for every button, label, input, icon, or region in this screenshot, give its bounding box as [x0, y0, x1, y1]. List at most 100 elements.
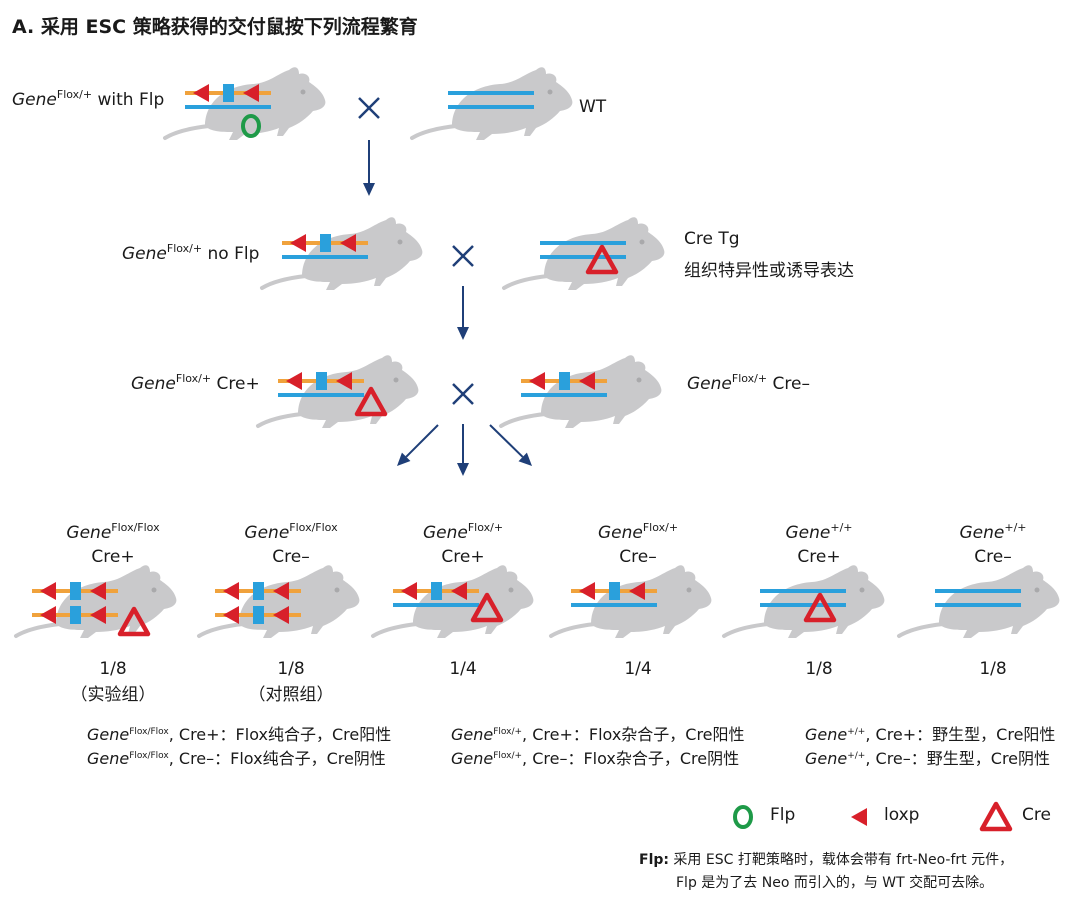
mouse-flox-with-flp: [163, 67, 326, 140]
mouse-offspring-5: [722, 565, 885, 638]
mouse-tail: [499, 412, 547, 428]
arrow-shaft: [405, 424, 439, 458]
legend: [733, 801, 1013, 832]
row1-left-label: GeneFlox/+ with Flp: [12, 88, 165, 110]
mouse-tail: [197, 622, 245, 638]
loxp-icon: [40, 606, 56, 624]
mouse-flox-no-flp: [260, 217, 423, 290]
mouse-flox-cre-pos: [256, 355, 419, 428]
mouse-offspring-4: [549, 565, 712, 638]
mouse-eye: [397, 239, 403, 245]
loxp-icon: [273, 606, 289, 624]
mouse-eye: [393, 377, 399, 383]
mouse-body: [541, 355, 662, 428]
row2-cre-tg-label: Cre Tg: [684, 229, 740, 249]
mouse-body: [298, 355, 419, 428]
cre-icon: [354, 386, 388, 417]
cross-symbol: [452, 245, 474, 267]
mouse-tail: [163, 124, 211, 140]
mouse-silhouette: [410, 67, 573, 140]
mouse-silhouette: [897, 565, 1060, 638]
legend-loxp-label: loxp: [884, 805, 920, 825]
target-exon: [253, 582, 264, 600]
mouse-silhouette: [163, 67, 326, 140]
mouse-silhouette: [260, 217, 423, 290]
mouse-eye: [334, 587, 340, 593]
mouse-offspring-1: [14, 565, 177, 638]
desc-flox-flox-cre-pos: GeneFlox/Flox, Cre+：Flox纯合子，Cre阳性: [87, 725, 392, 744]
mouse-eye: [1034, 587, 1040, 593]
target-exon: [253, 606, 264, 624]
mouse-offspring-6: [897, 565, 1060, 638]
target-exon: [609, 582, 620, 600]
mouse-tail: [371, 622, 419, 638]
loxp-icon: [223, 606, 239, 624]
cross-stroke: [452, 383, 474, 405]
arrow-head: [363, 183, 375, 196]
mouse-offspring-2: [197, 565, 360, 638]
mouse-silhouette: [549, 565, 712, 638]
mouse-tail: [14, 622, 62, 638]
breeding-arrow: [489, 424, 532, 466]
cre-icon: [979, 801, 1013, 832]
mouse-body: [413, 565, 534, 638]
mouse-tail: [502, 274, 550, 290]
cross-stroke: [452, 245, 474, 267]
arrow-head: [457, 327, 469, 340]
mouse-eye: [686, 587, 692, 593]
row1-wt-label: WT: [579, 97, 607, 117]
loxp-icon: [40, 582, 56, 600]
loxp-icon: [851, 808, 867, 826]
mouse-tail: [722, 622, 770, 638]
row3-right-label: GeneFlox/+ Cre–: [687, 372, 810, 394]
arrow-head: [457, 463, 469, 476]
offspring-6-ratio: 1/8: [979, 659, 1007, 679]
row2-left-label: GeneFlox/+ no Flp: [122, 242, 260, 264]
offspring-3-header: GeneFlox/+Cre+: [422, 521, 504, 567]
mouse-eye: [151, 587, 157, 593]
breeding-arrow: [397, 424, 439, 466]
target-exon: [70, 606, 81, 624]
loxp-icon: [243, 84, 259, 102]
offspring-4-ratio: 1/4: [624, 659, 652, 679]
arrow-head: [518, 452, 532, 466]
offspring-5-ratio: 1/8: [805, 659, 833, 679]
mouse-offspring-3: [371, 565, 534, 638]
loxp-icon: [401, 582, 417, 600]
mouse-tail: [256, 412, 304, 428]
cre-icon: [585, 244, 619, 275]
mouse-silhouette: [197, 565, 360, 638]
target-exon: [559, 372, 570, 390]
mouse-silhouette: [256, 355, 419, 428]
loxp-icon: [286, 372, 302, 390]
mouse-silhouette: [722, 565, 885, 638]
mouse-cre-tg: [502, 217, 665, 290]
cross-symbol: [452, 383, 474, 405]
mouse-eye: [508, 587, 514, 593]
row3-left-label: GeneFlox/+ Cre+: [131, 372, 260, 394]
desc-flox-het-cre-neg: GeneFlox/+, Cre–：Flox杂合子，Cre阴性: [451, 749, 740, 768]
desc-wt-cre-neg: Gene+/+, Cre–：野生型，Cre阴性: [805, 749, 1051, 768]
offspring-4-header: GeneFlox/+Cre–: [597, 521, 679, 567]
target-exon: [70, 582, 81, 600]
flp-note-line2: Flp 是为了去 Neo 而引入的，与 WT 交配可去除。: [676, 875, 994, 891]
flp-icon: [241, 114, 261, 138]
page-title: A. 采用 ESC 策略获得的交付鼠按下列流程繁育: [12, 16, 418, 38]
legend-cre-label: Cre: [1022, 805, 1051, 825]
mouse-tail: [549, 622, 597, 638]
offspring-6-header: Gene+/+Cre–: [959, 521, 1027, 567]
mouse-silhouette: [499, 355, 662, 428]
breeding-arrow: [457, 424, 469, 476]
loxp-icon: [223, 582, 239, 600]
offspring-5-header: Gene+/+Cre+: [785, 521, 853, 567]
mouse-silhouette: [14, 565, 177, 638]
loxp-icon: [273, 582, 289, 600]
target-exon: [316, 372, 327, 390]
mouse-body: [56, 565, 177, 638]
legend-flp-label: Flp: [770, 805, 796, 825]
cross-symbol: [358, 97, 380, 119]
